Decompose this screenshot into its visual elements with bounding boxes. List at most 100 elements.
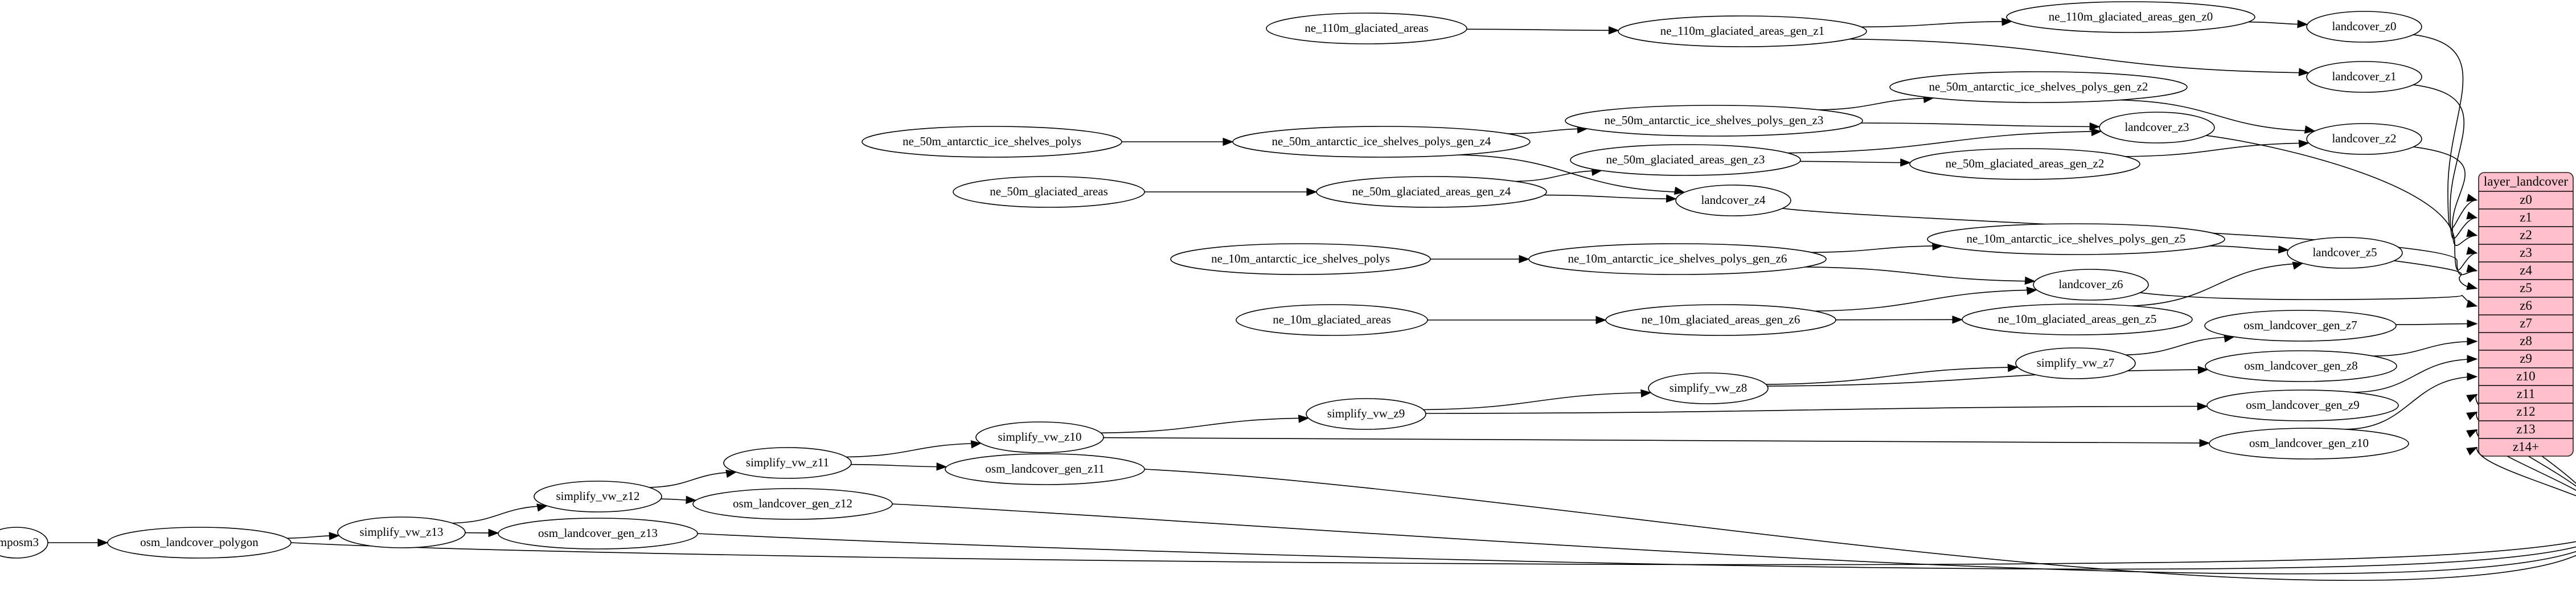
node-ellipse[interactable]	[2015, 347, 2136, 379]
table-row-label[interactable]: z1	[2520, 210, 2532, 224]
graph-node[interactable]: osm_landcover_gen_z11	[945, 453, 1145, 485]
graph-node[interactable]: osm_landcover_gen_z7	[2204, 310, 2397, 342]
node-ellipse[interactable]	[498, 518, 698, 550]
graph-node[interactable]: ne_50m_antarctic_ice_shelves_polys	[862, 126, 1122, 158]
graph-node[interactable]: osm_landcover_gen_z9	[2206, 389, 2399, 421]
node-ellipse[interactable]	[2306, 11, 2422, 43]
table-row-label[interactable]: z13	[2516, 422, 2535, 436]
table-row-label[interactable]: z6	[2520, 298, 2532, 313]
node-ellipse[interactable]	[2306, 61, 2422, 93]
node-ellipse[interactable]	[337, 516, 466, 548]
table-row-label[interactable]: z8	[2520, 334, 2532, 348]
node-ellipse[interactable]	[862, 126, 1122, 158]
node-ellipse[interactable]	[692, 488, 893, 520]
node-ellipse[interactable]	[2209, 428, 2409, 460]
node-ellipse[interactable]	[1570, 144, 1801, 176]
graph-node[interactable]: simplify_vw_z10	[975, 421, 1104, 453]
node-ellipse[interactable]	[945, 453, 1145, 485]
node-ellipse[interactable]	[1266, 13, 1467, 44]
graph-node[interactable]: ne_50m_glaciated_areas_gen_z3	[1570, 144, 1801, 176]
node-ellipse[interactable]	[2099, 112, 2215, 143]
table-row-label[interactable]: z10	[2516, 369, 2535, 383]
graph-node[interactable]: ne_50m_glaciated_areas_gen_z4	[1316, 176, 1547, 208]
graph-node[interactable]: ne_50m_antarctic_ice_shelves_polys_gen_z…	[1232, 126, 1531, 158]
graph-node[interactable]: landcover_z3	[2099, 112, 2215, 143]
graph-node[interactable]: ne_10m_glaciated_areas	[1236, 304, 1428, 336]
node-ellipse[interactable]	[2033, 269, 2149, 301]
graph-node[interactable]: ne_110m_glaciated_areas_gen_z1	[1618, 15, 1867, 47]
graph-node[interactable]: landcover_z1	[2306, 61, 2422, 93]
graph-node[interactable]: ne_110m_glaciated_areas_gen_z0	[2006, 1, 2255, 33]
node-label: ne_50m_glaciated_areas_gen_z3	[1606, 153, 1765, 166]
node-ellipse[interactable]	[1648, 372, 1769, 404]
node-ellipse[interactable]	[1236, 304, 1428, 336]
node-ellipse[interactable]	[1889, 71, 2188, 103]
node-ellipse[interactable]	[1528, 243, 1827, 275]
graph-edge	[1861, 122, 2101, 131]
graph-node[interactable]: simplify_vw_z7	[2015, 347, 2136, 379]
graph-node[interactable]: landcover_z5	[2287, 237, 2403, 269]
graph-node[interactable]: osm_landcover_gen_z13	[498, 518, 698, 550]
node-ellipse[interactable]	[975, 421, 1104, 453]
node-ellipse[interactable]	[1909, 148, 2140, 180]
table-row-label[interactable]: z14+	[2513, 440, 2539, 454]
node-ellipse[interactable]	[2204, 310, 2397, 342]
graph-node[interactable]: ne_50m_antarctic_ice_shelves_polys_gen_z…	[1889, 71, 2188, 103]
table-row-label[interactable]: z7	[2520, 316, 2532, 330]
node-ellipse[interactable]	[1565, 105, 1863, 137]
graph-node[interactable]: simplify_vw_z13	[337, 516, 466, 548]
table-row-label[interactable]: z3	[2520, 245, 2532, 260]
graph-node[interactable]: ne_10m_antarctic_ice_shelves_polys_gen_z…	[1528, 243, 1827, 275]
graph-node[interactable]: osm_landcover_gen_z12	[692, 488, 893, 520]
node-ellipse[interactable]	[2206, 389, 2399, 421]
node-ellipse[interactable]	[723, 447, 852, 479]
node-ellipse[interactable]	[1306, 398, 1426, 430]
graph-node[interactable]: imposm3	[0, 527, 48, 559]
edge-arrowhead	[2298, 68, 2310, 76]
edge-line	[2395, 323, 2477, 325]
node-ellipse[interactable]	[2306, 123, 2422, 155]
graph-node[interactable]: ne_50m_glaciated_areas	[953, 176, 1145, 208]
graph-node[interactable]: ne_10m_antarctic_ice_shelves_polys	[1170, 243, 1431, 275]
graph-node[interactable]: ne_50m_glaciated_areas_gen_z2	[1909, 148, 2140, 180]
node-ellipse[interactable]	[2205, 350, 2397, 382]
graph-node[interactable]: ne_110m_glaciated_areas	[1266, 13, 1467, 44]
graph-node[interactable]: ne_50m_antarctic_ice_shelves_polys_gen_z…	[1565, 105, 1863, 137]
graph-node[interactable]: landcover_z0	[2306, 11, 2422, 43]
graph-node[interactable]: simplify_vw_z12	[534, 481, 662, 512]
table-row-label[interactable]: z11	[2517, 387, 2535, 401]
node-ellipse[interactable]	[1675, 184, 1791, 216]
node-ellipse[interactable]	[1962, 304, 2193, 335]
graph-node[interactable]: landcover_z2	[2306, 123, 2422, 155]
graph-node[interactable]: osm_landcover_gen_z8	[2205, 350, 2397, 382]
graph-edge	[1766, 363, 2019, 385]
graph-node[interactable]: osm_landcover_polygon	[107, 527, 292, 559]
graph-node[interactable]: osm_landcover_gen_z10	[2209, 428, 2409, 460]
table-row-label[interactable]: z2	[2520, 228, 2532, 242]
graph-node[interactable]: ne_10m_glaciated_areas_gen_z5	[1962, 304, 2193, 335]
table-row-label[interactable]: z0	[2520, 192, 2532, 207]
table-row-label[interactable]: z5	[2520, 281, 2532, 295]
graph-node[interactable]: landcover_z6	[2033, 269, 2149, 301]
graph-node[interactable]: simplify_vw_z9	[1306, 398, 1426, 430]
node-ellipse[interactable]	[1618, 15, 1867, 47]
node-ellipse[interactable]	[534, 481, 662, 512]
graph-node[interactable]: simplify_vw_z11	[723, 447, 852, 479]
node-ellipse[interactable]	[1232, 126, 1531, 158]
node-ellipse[interactable]	[1170, 243, 1431, 275]
graph-node[interactable]: landcover_z4	[1675, 184, 1791, 216]
graph-node[interactable]: ne_10m_antarctic_ice_shelves_polys_gen_z…	[1927, 223, 2225, 255]
node-ellipse[interactable]	[2287, 237, 2403, 269]
table-row-label[interactable]: z4	[2520, 263, 2532, 277]
table-row-label[interactable]: z9	[2520, 351, 2532, 366]
node-ellipse[interactable]	[2006, 1, 2255, 33]
node-ellipse[interactable]	[1605, 304, 1836, 336]
node-ellipse[interactable]	[107, 527, 292, 559]
node-ellipse[interactable]	[1927, 223, 2225, 255]
table-row-label[interactable]: z12	[2516, 404, 2535, 419]
graph-node[interactable]: simplify_vw_z8	[1648, 372, 1769, 404]
node-ellipse[interactable]	[0, 527, 48, 559]
node-ellipse[interactable]	[953, 176, 1145, 208]
graph-node[interactable]: ne_10m_glaciated_areas_gen_z6	[1605, 304, 1836, 336]
node-ellipse[interactable]	[1316, 176, 1547, 208]
